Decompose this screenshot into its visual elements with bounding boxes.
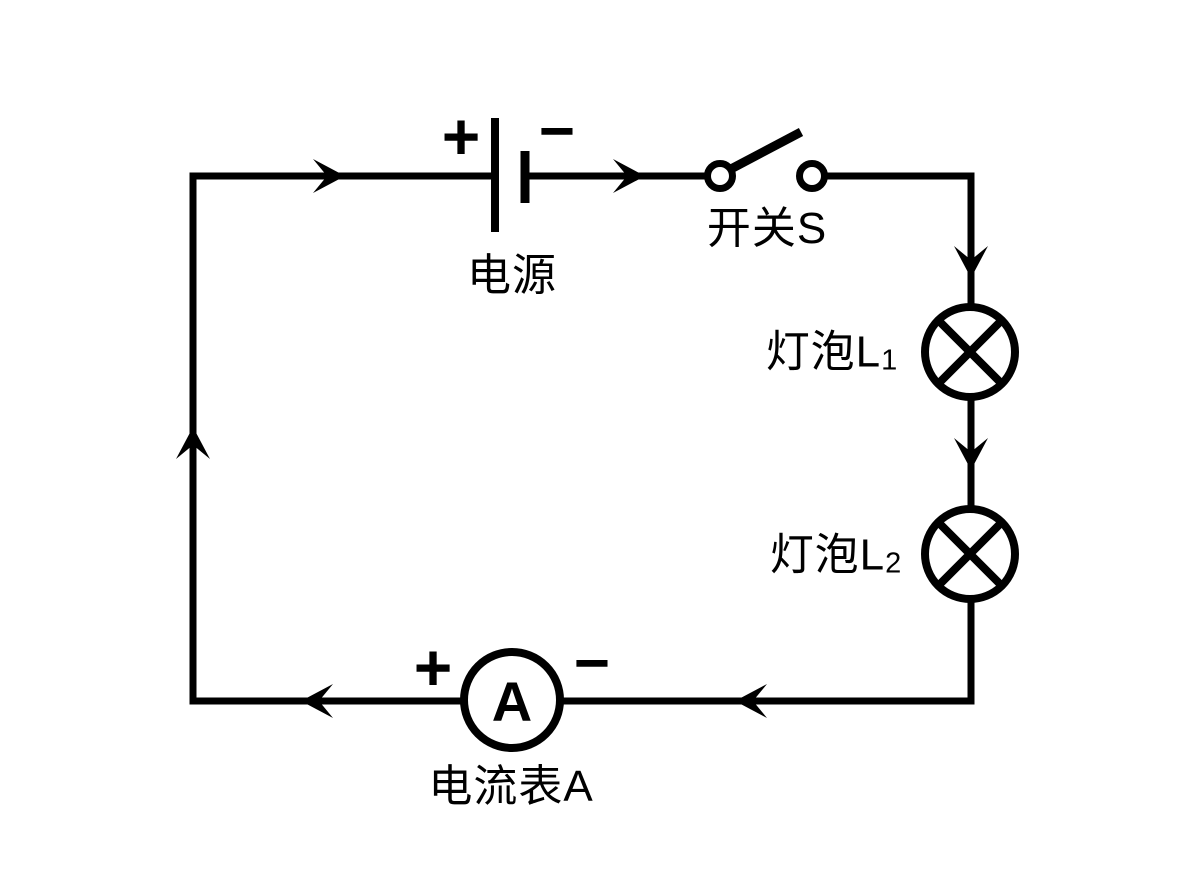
switch-lever <box>726 128 804 174</box>
bulb-l2-symbol <box>921 505 1019 603</box>
switch-label: 开关S <box>706 204 828 253</box>
battery-symbol <box>491 118 530 232</box>
current-arrow-bottom-right <box>735 684 767 718</box>
current-arrow-left <box>176 427 210 459</box>
bulb-l2-cross <box>935 519 1005 589</box>
ammeter-plus-sign: + <box>413 630 453 704</box>
wire-right-top <box>825 172 975 307</box>
bulb-l2-label-text: 灯泡L <box>769 530 886 580</box>
bulb-l1-cross <box>935 317 1005 387</box>
bulb-l1-label: 灯泡L1 <box>766 330 899 375</box>
battery-plus-sign: + <box>441 99 481 173</box>
ammeter-circle <box>460 648 564 752</box>
bulb-l2-label: 灯泡L2 <box>770 533 903 578</box>
current-arrow-right-upper <box>954 246 988 278</box>
ammeter-minus-sign: − <box>573 629 611 698</box>
current-arrow-right-between-bulbs <box>954 438 988 470</box>
switch-terminal-left <box>704 160 736 192</box>
switch-terminal-right <box>796 160 828 192</box>
bulb-l2-label-subscript: 2 <box>885 547 903 580</box>
current-arrow-bottom-left <box>301 684 333 718</box>
ammeter-dial-letter: A <box>491 670 533 733</box>
battery-label: 电源 <box>467 251 557 300</box>
battery-minus-sign: − <box>538 97 576 166</box>
bulb-l1-label-text: 灯泡L <box>765 327 882 377</box>
bulb-l1-symbol <box>921 303 1019 401</box>
ammeter-label: 电流表A <box>428 762 594 811</box>
current-arrow-top-right <box>613 159 645 193</box>
current-arrow-top-left <box>313 159 345 193</box>
wire-left-loop <box>189 172 495 705</box>
wire-bottom-right <box>560 599 975 705</box>
bulb-l1-label-subscript: 1 <box>881 344 899 377</box>
switch-symbol <box>704 128 828 192</box>
